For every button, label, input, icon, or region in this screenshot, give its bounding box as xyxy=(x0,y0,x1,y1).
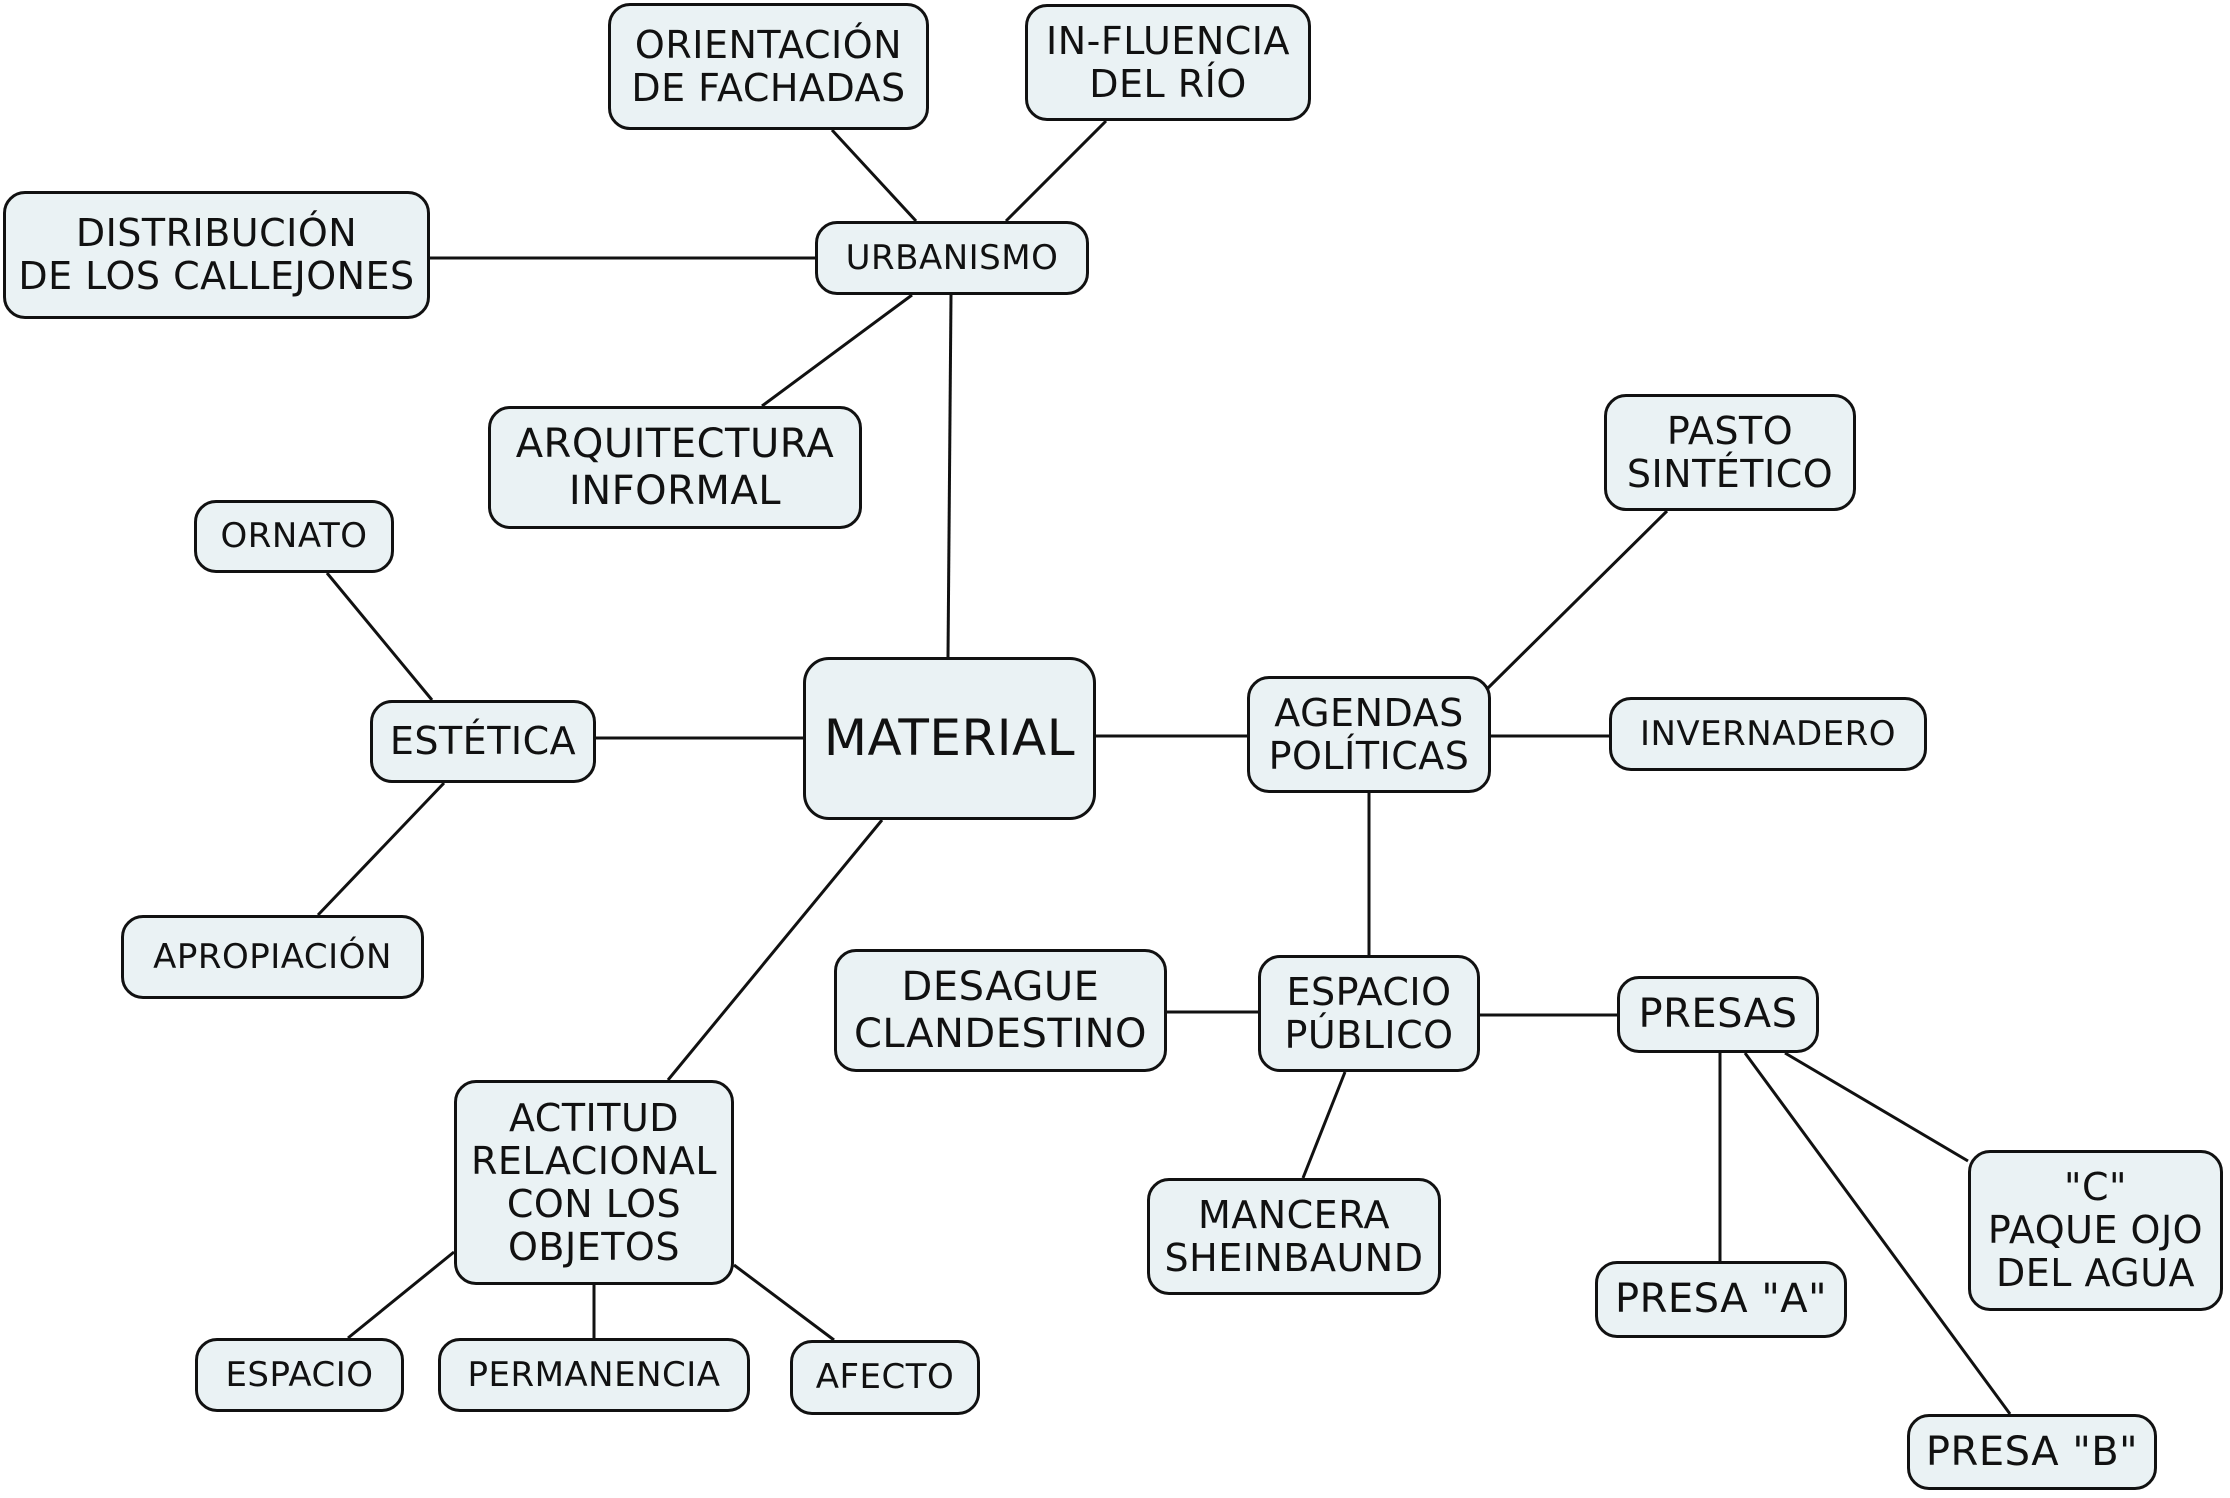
node-presa-c-ojo-del-agua[interactable]: "C" PAQUE OJO DEL AGUA xyxy=(1968,1150,2223,1311)
node-mancera-sheinbaund[interactable]: MANCERA SHEINBAUND xyxy=(1147,1178,1441,1295)
node-arquitectura-informal[interactable]: ARQUITECTURA INFORMAL xyxy=(488,406,862,529)
edge-presas-presac xyxy=(1784,1051,1969,1163)
node-afecto[interactable]: AFECTO xyxy=(790,1340,980,1415)
edge-estetica-apropiacion xyxy=(316,781,446,917)
node-desague-clandestino[interactable]: DESAGUE CLANDESTINO xyxy=(834,949,1167,1072)
edge-actitud-espacio xyxy=(347,1250,455,1340)
edge-material-actitud xyxy=(666,819,884,1081)
node-presas[interactable]: PRESAS xyxy=(1617,976,1819,1053)
edge-agendas-pasto xyxy=(1486,509,1669,690)
node-material-root[interactable]: MATERIAL xyxy=(803,657,1096,820)
node-espacio-publico[interactable]: ESPACIO PÚBLICO xyxy=(1258,955,1480,1072)
node-ornato[interactable]: ORNATO xyxy=(194,500,394,573)
node-apropiacion[interactable]: APROPIACIÓN xyxy=(121,915,424,999)
edge-urbanismo-orientacion xyxy=(830,128,918,223)
node-influencia-del-rio[interactable]: IN-FLUENCIA DEL RÍO xyxy=(1025,4,1311,121)
node-agendas-politicas[interactable]: AGENDAS POLÍTICAS xyxy=(1247,676,1491,793)
node-actitud-relacional[interactable]: ACTITUD RELACIONAL CON LOS OBJETOS xyxy=(454,1080,734,1285)
node-urbanismo[interactable]: URBANISMO xyxy=(815,221,1089,295)
edge-presas-presab xyxy=(1743,1052,2012,1415)
node-presa-b[interactable]: PRESA "B" xyxy=(1907,1414,2157,1490)
node-invernadero[interactable]: INVERNADERO xyxy=(1609,697,1927,771)
node-presa-a[interactable]: PRESA "A" xyxy=(1595,1261,1847,1338)
node-pasto-sintetico[interactable]: PASTO SINTÉTICO xyxy=(1604,394,1856,511)
node-estetica[interactable]: ESTÉTICA xyxy=(370,700,596,783)
node-permanencia[interactable]: PERMANENCIA xyxy=(438,1338,750,1412)
edge-urbanismo-arquitectura xyxy=(761,293,913,408)
edge-actitud-afecto xyxy=(733,1263,835,1342)
edge-urbanismo-influencia xyxy=(1004,119,1108,223)
edge-material-urbanismo xyxy=(946,294,953,658)
edge-espaciopublico-mancera xyxy=(1301,1071,1347,1179)
edge-estetica-ornato xyxy=(325,572,434,701)
node-orientacion-de-fachadas[interactable]: ORIENTACIÓN DE FACHADAS xyxy=(608,3,929,130)
node-espacio[interactable]: ESPACIO xyxy=(195,1338,404,1412)
node-distribucion-de-los-callejones[interactable]: DISTRIBUCIÓN DE LOS CALLEJONES xyxy=(3,191,430,319)
